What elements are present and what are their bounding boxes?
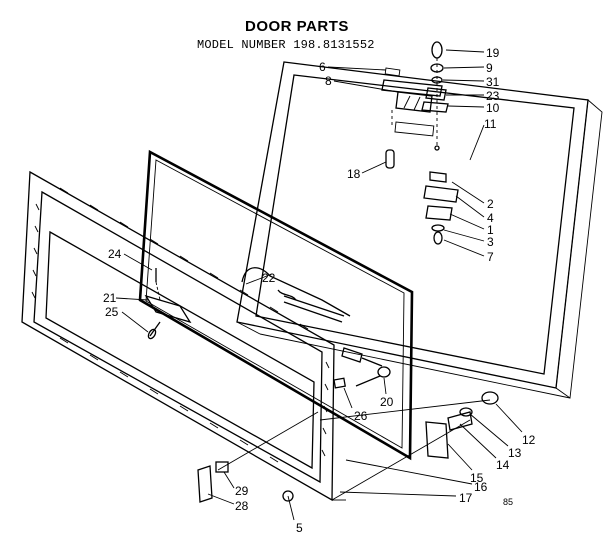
callout-31: 31 [486,75,500,89]
callout-20: 20 [380,395,394,409]
callout-18: 18 [347,167,361,181]
hinge-assembly [332,391,499,501]
leader-lines [115,49,523,505]
callout-6: 6 [319,60,326,74]
vent-slots [31,187,330,463]
callout-28: 28 [235,499,249,513]
outer-door-panel [236,61,603,399]
diagram-title: DOOR PARTS [245,18,349,35]
inner-door-frame [21,170,335,502]
callout-29: 29 [235,484,249,498]
callout-3: 3 [487,235,494,249]
callout-13: 13 [508,446,522,460]
callout-2: 2 [487,197,494,211]
corner-note: 85 [503,497,514,507]
callout-14: 14 [496,458,510,472]
callout-1: 1 [487,223,494,237]
callout-9: 9 [486,61,493,75]
latch-hardware-lower [385,149,459,245]
model-number: MODEL NUMBER 198.8131552 [197,38,375,52]
callout-11: 11 [484,117,497,131]
callout-17: 17 [459,491,473,505]
bracket-and-screw [197,461,295,521]
callout-7: 7 [487,250,494,264]
callout-23: 23 [486,89,500,103]
callout-12: 12 [522,433,536,447]
callout-24: 24 [108,247,122,261]
callout-numbers: 19 6 9 8 31 23 10 11 18 2 4 1 3 7 24 22 … [103,46,536,535]
callout-25: 25 [105,305,119,319]
door-gasket-frame [138,149,414,461]
latch-hardware-upper [381,41,449,151]
door-spring-rod [241,267,351,323]
callout-22: 22 [262,271,276,285]
callout-4: 4 [487,211,494,225]
window-latch [144,268,192,340]
callout-26: 26 [354,409,368,423]
interlock-switch [333,347,391,389]
callout-19: 19 [486,46,500,60]
callout-15: 15 [470,471,484,485]
callout-5: 5 [296,521,303,535]
callout-8: 8 [325,74,332,88]
callout-10: 10 [486,101,500,115]
callout-16: 16 [474,480,488,494]
callout-21: 21 [103,291,117,305]
